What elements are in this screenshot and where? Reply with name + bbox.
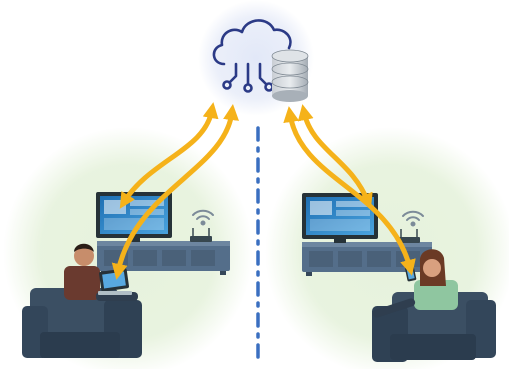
database-icon [271,49,309,102]
sync-arrow-cloud-to-phone [283,106,416,276]
sync-arrow-cloud-to-laptop [111,104,239,280]
woman-figure [372,249,458,318]
sync-arrows [111,102,416,280]
left-armchair [22,288,142,358]
cloud-icon [212,19,292,93]
